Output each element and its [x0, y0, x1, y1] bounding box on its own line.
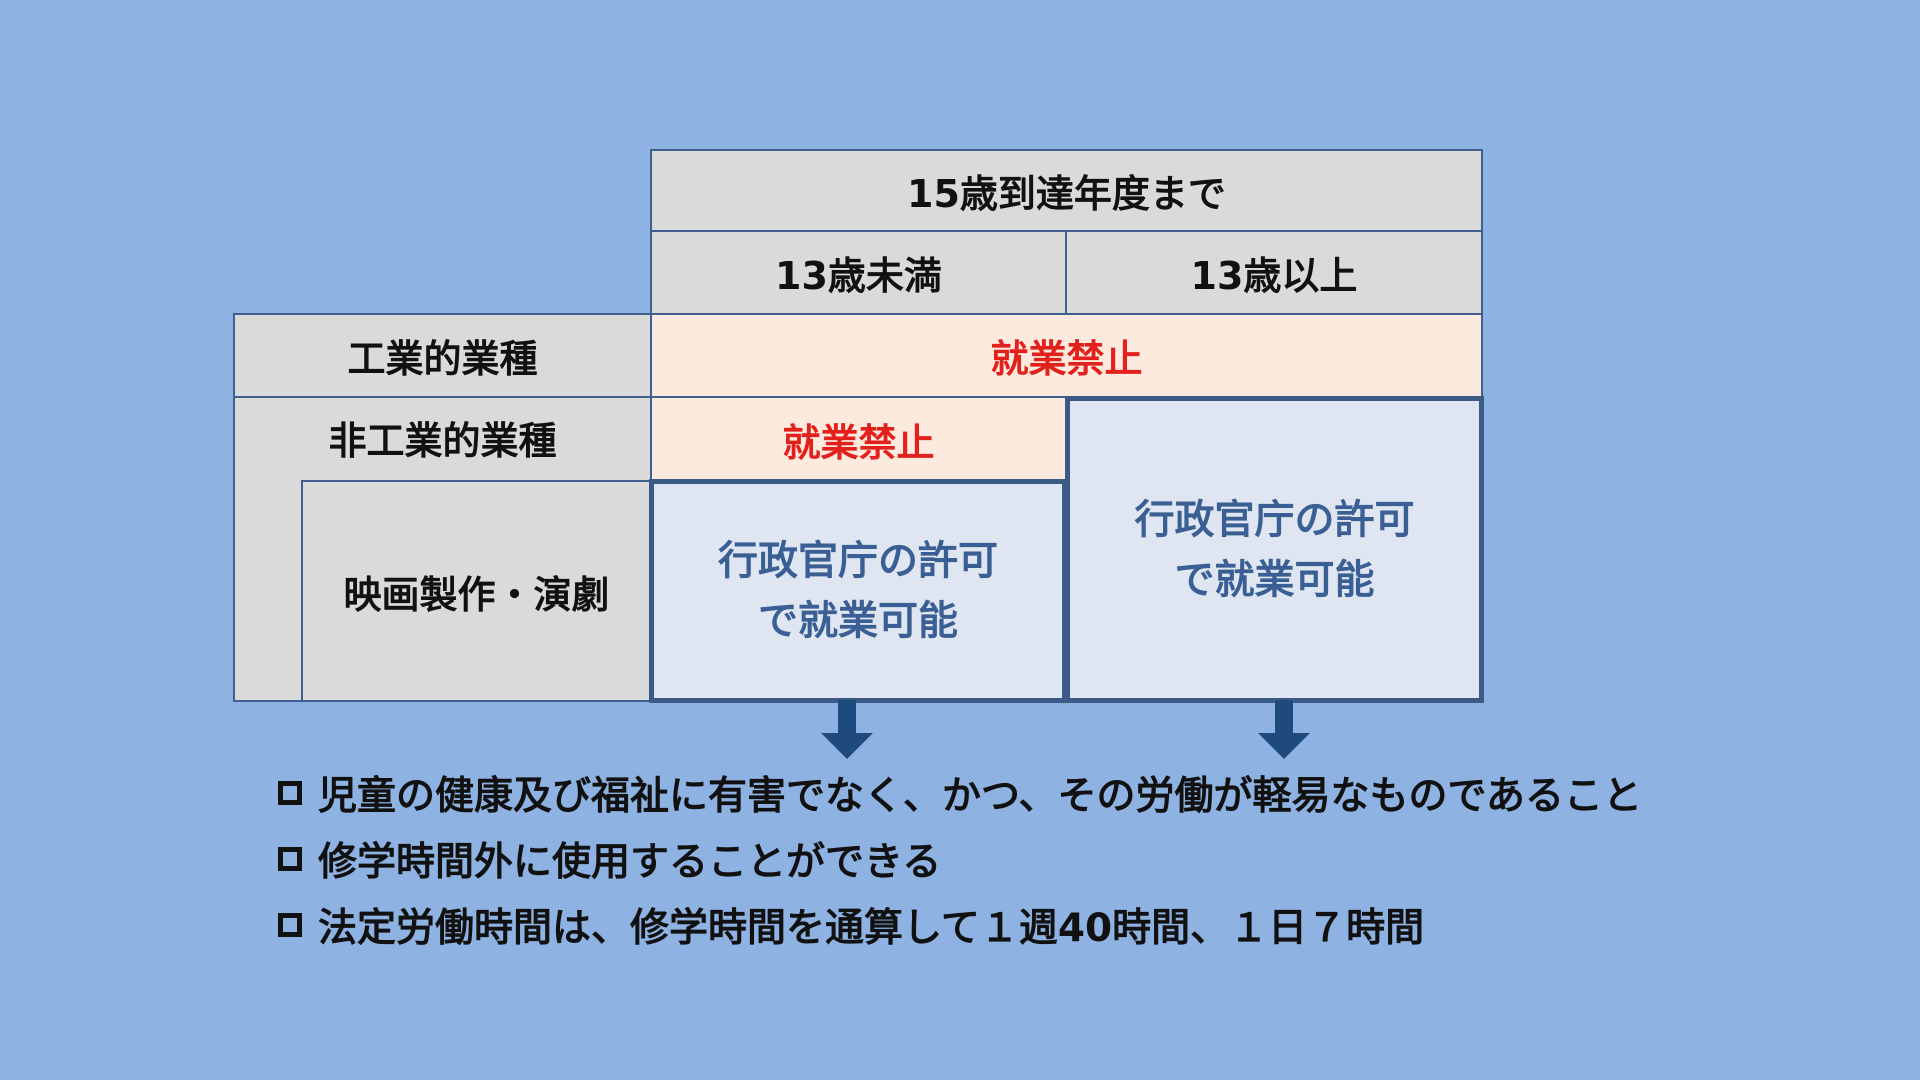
permit-under13-line2: で就業可能 — [758, 598, 958, 644]
row-label-film-theatre: 映画製作・演劇 — [301, 480, 652, 702]
condition-item: 児童の健康及び福祉に有害でなく、かつ、その労働が軽易なものであること — [278, 760, 1898, 826]
permit-under-13: 行政官庁の許可 で就業可能 — [649, 479, 1067, 703]
industrial-prohibited: 就業禁止 — [650, 313, 1483, 398]
header-13-and-over: 13歳以上 — [1065, 230, 1483, 315]
row-label-non-industrial: 非工業的業種 — [328, 419, 557, 463]
conditions-list: 児童の健康及び福祉に有害でなく、かつ、その労働が軽易なものであること 修学時間外… — [278, 760, 1898, 958]
checkbox-square-icon — [278, 847, 302, 871]
non-industrial-under13-prohibited: 就業禁止 — [650, 396, 1067, 482]
permit-over13-line2: で就業可能 — [1174, 556, 1375, 603]
condition-text: 修学時間外に使用することができる — [318, 840, 942, 885]
condition-text: 児童の健康及び福祉に有害でなく、かつ、その労働が軽易なものであること — [318, 774, 1643, 819]
permit-under13-line1: 行政官庁の許可 — [718, 538, 998, 584]
down-arrow-icon-right — [1258, 700, 1310, 759]
permit-over13-line1: 行政官庁の許可 — [1134, 496, 1415, 543]
header-age-limit: 15歳到達年度まで — [650, 149, 1483, 232]
row-label-industrial: 工業的業種 — [233, 313, 652, 398]
checkbox-square-icon — [278, 781, 302, 805]
checkbox-square-icon — [278, 913, 302, 937]
down-arrow-icon-left — [821, 700, 873, 759]
condition-item: 法定労働時間は、修学時間を通算して１週40時間、１日７時間 — [278, 892, 1898, 958]
permit-13-and-over: 行政官庁の許可 で就業可能 — [1065, 396, 1484, 703]
condition-item: 修学時間外に使用することができる — [278, 826, 1898, 892]
header-under-13: 13歳未満 — [650, 230, 1067, 315]
condition-text: 法定労働時間は、修学時間を通算して１週40時間、１日７時間 — [318, 906, 1425, 951]
